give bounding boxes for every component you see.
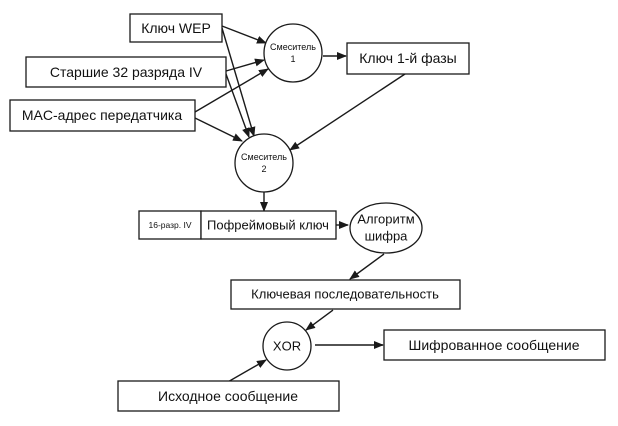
mixer-1-number: 1 [290,54,295,64]
per-frame-key-label: Пофреймовый ключ [207,218,329,233]
arrow-iv-to-mixer2 [225,73,250,138]
node-mixer-1: Смеситель 1 [263,23,323,83]
arrow-wep-to-mixer2 [221,27,256,137]
node-cipher-algorithm: Алгоритм шифра [349,202,423,254]
mixer-2-label: Смеситель [241,152,287,162]
phase1-key-label: Ключ 1-й фазы [359,50,457,66]
connectors [194,25,406,384]
mixer-2-number: 2 [261,164,266,174]
mac-address-label: MAC-адрес передатчика [22,107,182,123]
node-xor: XOR [262,321,312,371]
node-keystream: Ключевая последовательность [230,279,461,310]
arrow-plaintext-to-xor [225,359,267,384]
keystream-label: Ключевая последовательность [251,287,439,302]
node-per-frame-key: Пофреймовый ключ [200,210,337,240]
node-mixer-2: Смеситель 2 [234,133,294,193]
node-phase1-key: Ключ 1-й фазы [346,42,470,75]
arrow-phase1-to-mixer2 [289,73,406,151]
node-iv16: 16-разр. IV [138,210,202,240]
node-encrypted-message: Шифрованное сообщение [383,329,606,361]
encrypted-message-label: Шифрованное сообщение [409,337,580,353]
mixer-1-label: Смеситель [270,42,316,52]
node-iv-high: Старшие 32 разряда IV [25,56,227,88]
arrow-wep-to-mixer1 [221,25,267,44]
xor-label: XOR [273,339,301,354]
iv16-label: 16-разр. IV [148,220,191,230]
node-wep-key: Ключ WEP [129,13,223,43]
node-mac-address: MAC-адрес передатчика [9,99,196,132]
arrow-cipher-to-keystream [349,253,385,280]
plaintext-message-label: Исходное сообщение [158,388,298,404]
cipher-label-line2: шифра [365,229,409,244]
cipher-label-line1: Алгоритм [357,212,414,227]
iv-high-label: Старшие 32 разряда IV [50,64,203,80]
arrow-iv-to-mixer1 [225,58,265,72]
arrow-mac-to-mixer1 [194,68,269,113]
arrow-mac-to-mixer2 [194,117,243,142]
arrow-keystream-to-xor [305,309,334,331]
node-plaintext-message: Исходное сообщение [117,380,340,412]
wep-key-label: Ключ WEP [141,20,211,36]
